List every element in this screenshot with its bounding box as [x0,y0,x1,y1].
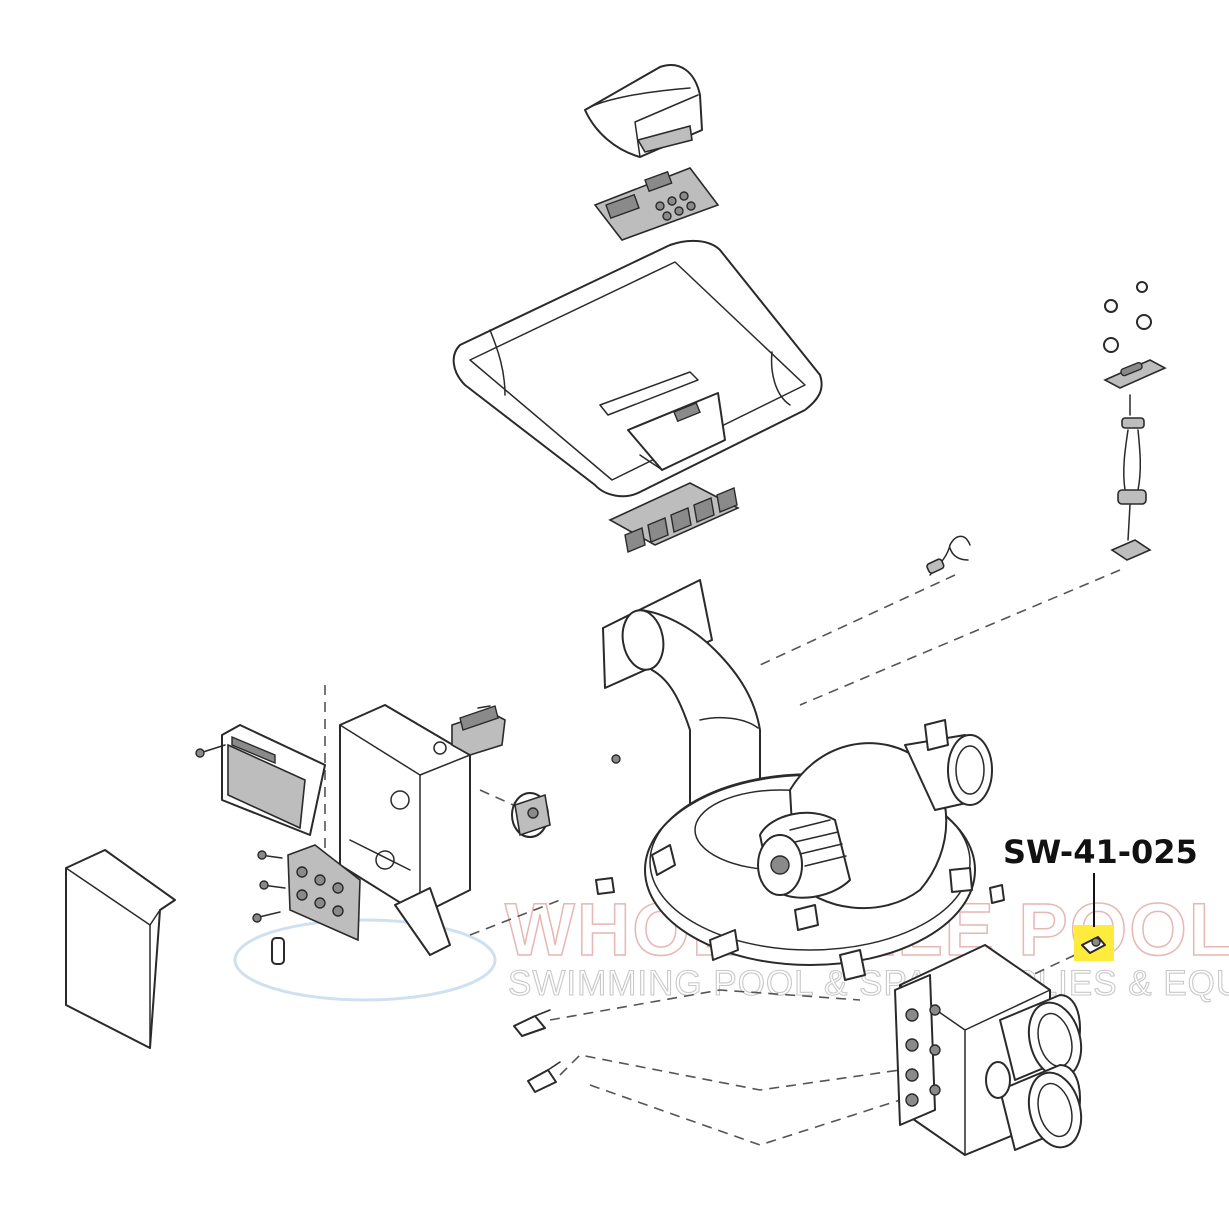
temperature-sensors [513,1009,561,1093]
callout-label: SW-41-025 [1003,833,1198,871]
exhaust-flue [602,579,761,833]
water-header-manifold [894,944,1083,1156]
control-board [608,482,740,553]
membrane-keypad [593,167,720,241]
fasteners [477,705,1005,904]
pressure-switch [511,792,551,838]
bezel-cover [584,64,703,158]
access-door [65,849,176,1049]
highlighted-part-sw-41-025: SW-41-025 [1003,833,1198,961]
terminal-board [252,844,361,965]
blower-assembly [644,719,993,981]
watermark-logo-ring [233,918,497,1002]
top-panel [452,239,823,498]
display-module [195,724,326,836]
watermark-line-2: SWIMMING POOL & SPA SUPPLIES & EQUIPMENT [508,964,1229,1003]
flame-sensor [926,535,971,576]
igniter-assembly [1103,281,1167,561]
transformer [451,705,506,756]
